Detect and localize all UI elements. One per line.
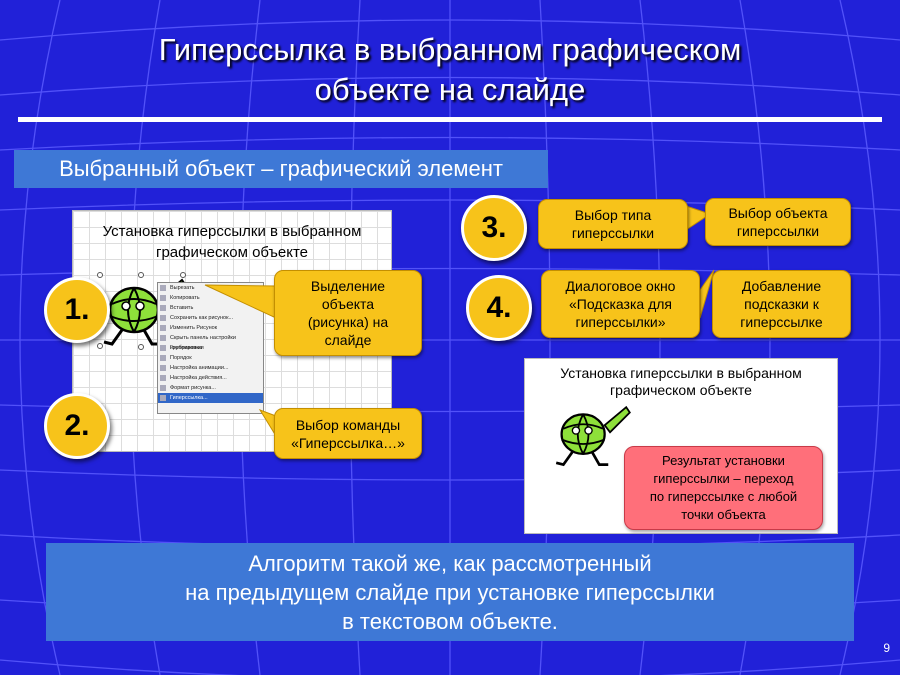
bottom-text-1: Алгоритм такой же, как рассмотренный: [248, 551, 652, 576]
menu-item-action-settings[interactable]: Настройка действия...: [158, 373, 263, 383]
selection-handle[interactable]: [138, 344, 144, 350]
step-2-badge: 2.: [44, 393, 110, 459]
step-3-callout-a: Выбор типа гиперссылки: [538, 199, 688, 249]
menu-item-edit-picture[interactable]: Изменить Рисунок: [158, 323, 263, 333]
step-3b-text-1: Выбор объекта: [728, 205, 828, 221]
result-tooltip: Результат установки гиперссылки – перехо…: [624, 446, 823, 530]
step-1-badge: 1.: [44, 277, 110, 343]
step-3a-text-1: Выбор типа: [574, 207, 652, 223]
selection-handle[interactable]: [97, 272, 103, 278]
step-4a-text-1: Диалоговое окно: [565, 278, 676, 294]
right-panel-title: Установка гиперссылки в выбранном графич…: [525, 365, 837, 399]
right-panel-title-line-2: графическом объекте: [610, 382, 752, 398]
step-2-text-1: Выбор команды: [295, 416, 401, 433]
menu-item-format-picture[interactable]: Формат рисунка...: [158, 383, 263, 393]
step-4-badge: 4.: [466, 275, 532, 341]
step-1-callout: Выделение объекта (рисунка) на слайде: [274, 270, 422, 356]
left-panel-title-line-1: Установка гиперссылки в выбранном: [102, 223, 362, 240]
step-3a-text-2: гиперссылки: [571, 225, 655, 241]
step-4a-text-3: гиперссылки»: [575, 314, 666, 330]
step-4a-text-2: «Подсказка для: [568, 296, 672, 312]
title-divider: [18, 117, 882, 122]
menu-item-copy[interactable]: Копировать: [158, 293, 263, 303]
step-4-callout-a: Диалоговое окно «Подсказка для гиперссыл…: [541, 270, 700, 338]
context-menu: Вырезать Копировать Вставить Сохранить к…: [157, 282, 264, 414]
step-1-text-1: Выделение: [310, 278, 386, 294]
bottom-text-3: в текстовом объекте.: [342, 609, 558, 634]
menu-item-order[interactable]: Порядок: [158, 353, 263, 363]
bottom-summary-box: Алгоритм такой же, как рассмотренный на …: [46, 543, 854, 641]
title-line-1: Гиперссылка в выбранном графическом: [158, 32, 742, 67]
step-4b-text-1: Добавление: [741, 278, 822, 294]
result-text-1: Результат установки: [662, 453, 785, 468]
result-text-4: точки объекта: [681, 507, 766, 522]
step-1-text-3: (рисунка) на: [307, 314, 389, 330]
step-2-text-2: «Гиперссылка…»: [291, 434, 405, 451]
selection-handle[interactable]: [180, 272, 186, 278]
menu-item-hide-picture-toolbar[interactable]: Скрыть панель настройки изображения: [158, 333, 263, 351]
bottom-text-2: на предыдущем слайде при установке гипер…: [185, 580, 715, 605]
menu-item-hyperlink[interactable]: Гиперссылка...: [158, 393, 263, 403]
menu-item-cut[interactable]: Вырезать: [158, 283, 263, 293]
left-panel-title: Установка гиперссылки в выбранном графич…: [73, 221, 391, 263]
left-panel-title-line-2: графическом объекте: [155, 244, 308, 261]
step-3-callout-b: Выбор объекта гиперссылки: [705, 198, 851, 246]
selection-handle[interactable]: [138, 272, 144, 278]
menu-item-paste[interactable]: Вставить: [158, 303, 263, 313]
result-text-3: по гиперссылке с любой: [649, 489, 798, 504]
result-text-2: гиперссылки – переход: [653, 471, 794, 486]
selection-handle[interactable]: [97, 343, 103, 349]
page-number: 9: [883, 641, 890, 655]
subtitle-box: Выбранный объект – графический элемент: [14, 150, 548, 188]
step-3b-text-2: гиперссылки: [736, 223, 820, 239]
menu-item-save-as-picture[interactable]: Сохранить как рисунок...: [158, 313, 263, 323]
title-line-2: объекте на слайде: [314, 72, 586, 107]
globe-rocket-clipart-icon[interactable]: [548, 400, 638, 470]
menu-item-custom-animation[interactable]: Настройка анимации...: [158, 363, 263, 373]
menu-item-grouping[interactable]: Группировка: [158, 343, 263, 353]
step-3-badge: 3.: [461, 195, 527, 261]
step-1-text-2: объекта: [321, 296, 375, 312]
slide-title: Гиперссылка в выбранном графическом объе…: [0, 30, 900, 110]
step-1-text-4: слайде: [324, 332, 372, 348]
step-4b-text-2: подсказки к: [744, 296, 819, 312]
right-panel-title-line-1: Установка гиперссылки в выбранном: [560, 365, 802, 381]
step-4-callout-b: Добавление подсказки к гиперссылке: [712, 270, 851, 338]
step-4b-text-3: гиперссылке: [740, 314, 823, 330]
step-2-callout: Выбор команды «Гиперссылка…»: [274, 408, 422, 459]
